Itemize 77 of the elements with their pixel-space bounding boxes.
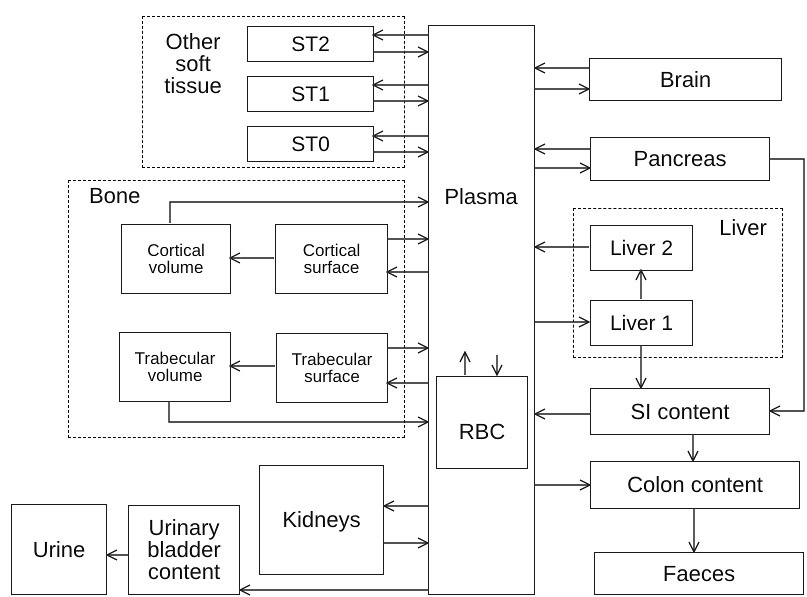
arrow — [534, 143, 590, 155]
compartment-label: Trabecular surface — [290, 351, 374, 385]
compartment-label: Urinary bladder content — [146, 517, 222, 583]
arrow — [372, 79, 428, 91]
arrow — [534, 241, 589, 253]
compartment-label: Urine — [32, 538, 86, 560]
compartment-label: SI content — [630, 400, 730, 422]
compartment-box — [247, 126, 374, 162]
compartment-label: Liver 1 — [610, 312, 674, 334]
arrow — [372, 130, 428, 142]
group-label: Liver — [718, 217, 768, 239]
arrow — [386, 266, 428, 278]
compartment-label: Brain — [660, 68, 712, 90]
arrow — [383, 500, 428, 512]
compartment-box — [247, 76, 374, 112]
compartment-label: Faeces — [662, 562, 736, 584]
arrow — [384, 537, 429, 549]
compartment-box — [590, 388, 770, 435]
arrow — [229, 360, 275, 372]
arrow — [386, 377, 428, 389]
compartment-box — [275, 224, 388, 294]
arrow — [769, 158, 805, 417]
compartment-box — [276, 333, 388, 403]
compartment-box — [590, 461, 800, 509]
arrow — [169, 196, 429, 223]
arrow — [534, 408, 590, 420]
compartment-box — [121, 224, 231, 294]
arrow — [535, 316, 590, 328]
compartment-box — [436, 376, 528, 469]
arrow — [239, 584, 428, 596]
compartment-box — [590, 137, 770, 181]
compartment-box — [590, 225, 693, 271]
arrow — [688, 509, 700, 553]
group-label: Bone — [89, 185, 142, 207]
compartment-box — [428, 25, 535, 595]
compartment-box — [128, 505, 240, 595]
arrow — [373, 146, 429, 158]
arrow — [535, 162, 591, 174]
compartment-box — [247, 26, 374, 62]
group-frame — [142, 16, 405, 168]
compartment-label: Cortical surface — [302, 242, 362, 276]
compartment-box — [259, 465, 384, 575]
compartment-box — [590, 300, 693, 346]
arrow — [534, 62, 589, 74]
arrow — [387, 342, 429, 354]
compartment-label: Liver 2 — [610, 238, 674, 258]
compartment-label: Pancreas — [634, 148, 726, 170]
group-label: Other soft tissue — [163, 31, 223, 97]
compartment-label: Cortical volume — [146, 242, 206, 276]
compartment-label: ST0 — [291, 134, 330, 154]
compartment-label: ST1 — [291, 84, 330, 104]
arrow — [106, 549, 128, 561]
arrow — [491, 355, 503, 376]
arrow — [635, 269, 647, 299]
compartment-label: RBC — [458, 421, 506, 443]
compartment-label: Kidneys — [282, 509, 361, 531]
compartment-label: Colon content — [627, 474, 763, 496]
compartment-label: Trabecular volume — [134, 350, 216, 384]
group-label: Plasma — [443, 186, 519, 208]
arrow — [687, 435, 699, 462]
arrow — [635, 345, 647, 389]
compartment-box — [594, 552, 804, 595]
compartment-box — [589, 58, 782, 101]
arrow — [373, 95, 429, 107]
compartment-box — [11, 504, 107, 595]
group-frame — [573, 208, 783, 358]
compartment-box — [119, 332, 231, 402]
arrow — [459, 351, 471, 375]
arrow — [373, 46, 429, 58]
arrow — [387, 233, 429, 245]
compartment-label: ST2 — [291, 34, 330, 54]
arrow — [535, 479, 591, 491]
group-frame — [68, 180, 405, 438]
arrow — [229, 252, 274, 264]
arrow — [535, 83, 590, 95]
arrow — [372, 29, 428, 41]
arrow — [168, 401, 429, 428]
